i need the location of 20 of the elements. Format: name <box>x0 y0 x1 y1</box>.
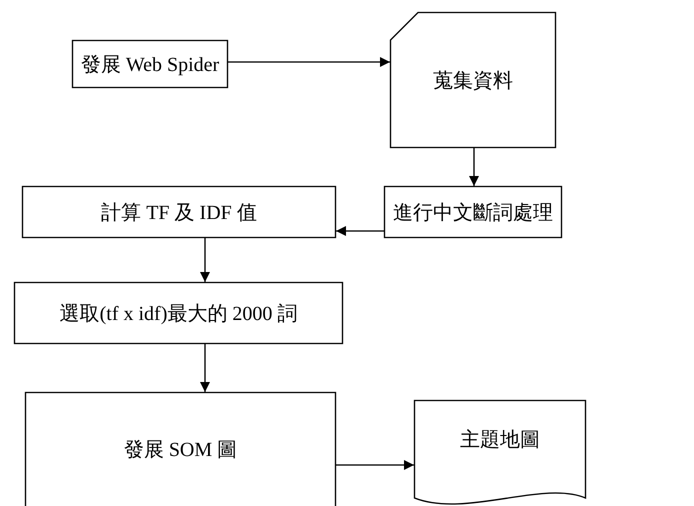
node-label: 發展 SOM 圖 <box>124 438 238 462</box>
node-label: 進行中文斷詞處理 <box>393 200 553 226</box>
arrow <box>336 460 414 470</box>
arrow <box>200 344 210 392</box>
arrow <box>469 148 479 186</box>
process-box <box>14 282 343 344</box>
data-card-shape <box>390 12 556 148</box>
process-box <box>22 186 336 238</box>
node-label: 蒐集資料 <box>433 68 513 94</box>
arrow <box>336 226 384 236</box>
process-box <box>384 186 562 238</box>
document-shape <box>414 400 586 506</box>
arrow <box>200 238 210 282</box>
node-label: 選取(tf x idf)最大的 2000 詞 <box>60 302 298 326</box>
node-label: 發展 Web Spider <box>80 52 220 78</box>
arrow <box>228 57 390 67</box>
node-label: 主題地圖 <box>460 428 540 452</box>
process-box <box>72 40 228 88</box>
node-label: 計算 TF 及 IDF 值 <box>101 200 257 226</box>
process-box <box>25 392 336 506</box>
